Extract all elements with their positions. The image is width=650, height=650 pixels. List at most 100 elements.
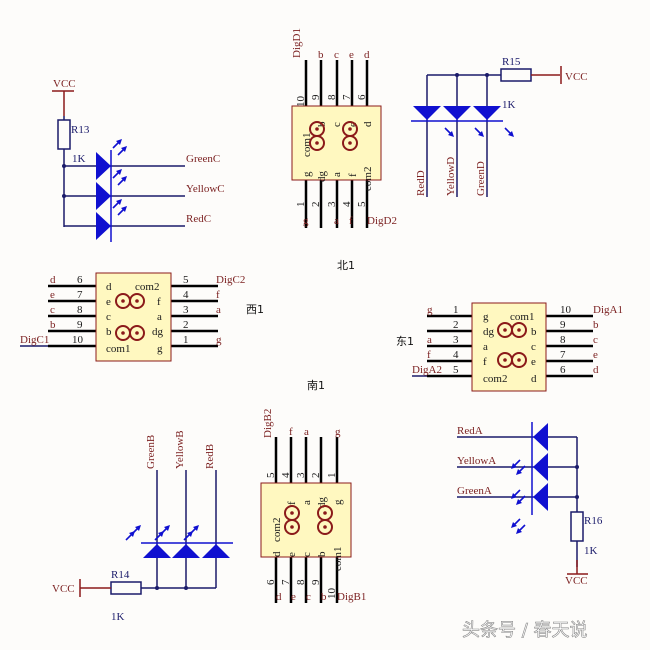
- pin-number: 4: [453, 349, 459, 361]
- net-label: d: [50, 274, 56, 286]
- segment-label: d: [106, 281, 112, 293]
- pin-number: 1: [326, 473, 338, 479]
- net-label: b: [593, 319, 599, 331]
- vcc-label: VCC: [53, 78, 76, 90]
- segment-label: a: [331, 172, 343, 177]
- pin-number: 10: [295, 96, 307, 108]
- led-group-b: VCC R14 1K GreenB YellowB RedB: [52, 430, 233, 623]
- digit-icon: [115, 293, 145, 341]
- resistor-r13: [57, 119, 71, 150]
- watermark: 头条号 / 春天说: [462, 620, 588, 641]
- net-label-greend: GreenD: [475, 161, 487, 196]
- segment-label: dg: [316, 171, 328, 183]
- net-label-greenc: GreenC: [186, 153, 220, 165]
- resistor-designator: R14: [111, 569, 130, 581]
- resistor-designator: R13: [71, 124, 90, 136]
- net-label: a: [216, 304, 221, 316]
- pin-number: 10: [560, 304, 572, 316]
- resistor-value: 1K: [72, 153, 86, 165]
- segment-label: f: [157, 296, 161, 308]
- net-label: f: [427, 349, 431, 361]
- pin-number: 7: [77, 289, 83, 301]
- net-label-redc: RedC: [186, 213, 211, 225]
- resistor-value: 1K: [584, 545, 598, 557]
- segment-label: com1: [510, 311, 534, 323]
- designator-west: 西1: [246, 303, 264, 316]
- pin-number: 9: [77, 319, 83, 331]
- pin-number: 9: [560, 319, 566, 331]
- led-group-c: VCC R13 1K GreenC YellowC RedC: [52, 78, 225, 242]
- display-body: [291, 105, 382, 181]
- net-label: e: [50, 289, 55, 301]
- pin-number: 6: [77, 274, 83, 286]
- segment-label: dg: [316, 497, 328, 509]
- segment-label: g: [483, 311, 489, 323]
- segment-label: com2: [483, 373, 507, 385]
- pin-number: 6: [560, 364, 566, 376]
- net-label: DigA2: [412, 364, 442, 376]
- pin-number: 2: [453, 319, 459, 331]
- display-west: d e c b DigC1 6 7 8 9 10 5 4 3 2 1 DigC2…: [20, 272, 245, 362]
- segment-label: c: [331, 122, 343, 127]
- segment-label: b: [106, 326, 112, 338]
- resistor-value: 1K: [111, 611, 125, 623]
- net-label: c: [593, 334, 598, 346]
- net-label-yellowc: YellowC: [186, 183, 225, 195]
- pin-number: 5: [183, 274, 189, 286]
- pin-number: 1: [183, 334, 189, 346]
- segment-label: a: [301, 500, 313, 505]
- net-label: g: [427, 304, 433, 316]
- net-label: a: [304, 426, 309, 438]
- display-south: DigB2 f a g 5 4 3 2 1 6 7 8 9 10 d e c b…: [260, 409, 366, 603]
- pin-number: 8: [77, 304, 83, 316]
- segment-label: com1: [301, 133, 313, 157]
- pin-number: 7: [341, 94, 353, 100]
- display-body: [95, 272, 172, 362]
- net-label-greena: GreenA: [457, 485, 492, 497]
- pin-number: 6: [265, 579, 277, 585]
- net-label: f: [289, 426, 293, 438]
- pin-number: 2: [310, 473, 322, 479]
- resistor-value: 1K: [502, 99, 516, 111]
- net-label: d: [593, 364, 599, 376]
- led-yellow-c: [96, 182, 111, 210]
- segment-label: e: [347, 122, 359, 127]
- pin-number: 9: [310, 94, 322, 100]
- resistor-designator: R16: [584, 515, 603, 527]
- digit-icon: [497, 322, 527, 368]
- net-label: e: [593, 349, 598, 361]
- net-label: a: [427, 334, 432, 346]
- net-label: g: [335, 426, 341, 438]
- segment-label: dg: [152, 326, 164, 338]
- segment-label: com2: [135, 281, 159, 293]
- segment-label: c: [301, 552, 313, 557]
- net-label-redb: RedB: [204, 444, 216, 469]
- net-label: g: [303, 215, 309, 227]
- net-label: f: [216, 289, 220, 301]
- segment-label: dg: [483, 326, 495, 338]
- segment-label: f: [347, 173, 359, 177]
- pin-number: 8: [326, 94, 338, 100]
- pin-number: 10: [326, 588, 338, 600]
- segment-label: a: [157, 311, 162, 323]
- designator-east: 东1: [396, 335, 414, 348]
- net-label: DigB2: [262, 409, 274, 438]
- pin-number: 1: [295, 202, 307, 208]
- net-label: b: [321, 591, 327, 603]
- segment-label: c: [106, 311, 111, 323]
- segment-label: a: [483, 341, 488, 353]
- segment-label: e: [286, 552, 298, 557]
- pin-number: 5: [453, 364, 459, 376]
- vcc-label: VCC: [565, 575, 588, 587]
- net-label: DigD2: [367, 215, 397, 227]
- display-east: g a f DigA2 1 2 3 4 5 10 9 8 7 6 DigA1 b…: [412, 302, 623, 392]
- pin-number: 8: [560, 334, 566, 346]
- pin-number: 9: [310, 579, 322, 585]
- segment-label: d: [271, 551, 283, 557]
- pin-number: 5: [356, 201, 368, 207]
- pin-number: 3: [183, 304, 189, 316]
- display-north: DigD1 b c e d 10 9 8 7 6 1 2 3 4 5 g a f…: [291, 28, 397, 228]
- segment-label: d: [531, 373, 537, 385]
- net-label: DigB1: [337, 591, 366, 603]
